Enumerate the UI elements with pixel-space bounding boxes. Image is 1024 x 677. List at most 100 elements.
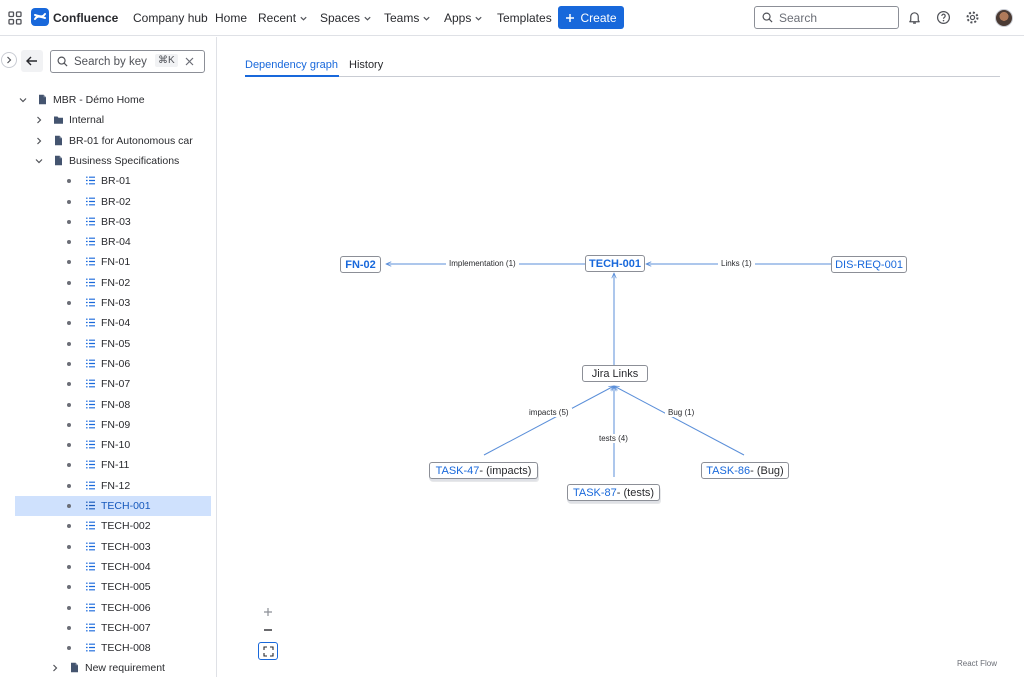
tree-item[interactable]: BR-02 [15, 192, 211, 212]
tree-item[interactable]: MBR - Démo Home [15, 90, 211, 110]
tree-item-label: FN-10 [101, 439, 131, 452]
app-switcher-icon[interactable] [8, 11, 22, 25]
confluence-logo-icon[interactable] [31, 8, 49, 26]
tree-item[interactable]: FN-01 [15, 252, 211, 272]
nav-company-hub[interactable]: Company hub [133, 11, 208, 25]
nav-recent[interactable]: Recent [258, 11, 308, 25]
edge-label-bug: Bug (1) [665, 408, 698, 417]
requirement-list-icon [86, 481, 95, 490]
tab-dependency-graph[interactable]: Dependency graph [245, 59, 338, 71]
nav-teams[interactable]: Teams [384, 11, 431, 25]
nav-apps[interactable]: Apps [444, 11, 483, 25]
tree-item[interactable]: TECH-007 [15, 618, 211, 638]
settings-icon[interactable] [965, 10, 980, 25]
tree-item[interactable]: New requirement [15, 658, 211, 677]
tree-item[interactable]: BR-01 for Autonomous car [15, 131, 211, 151]
graph-node-task-87[interactable]: TASK-87 - (tests) [567, 484, 660, 501]
bullet-icon [67, 179, 71, 184]
create-button[interactable]: Create [558, 6, 624, 29]
tree-item-label: MBR - Démo Home [53, 94, 145, 106]
fit-view-button[interactable] [258, 642, 278, 660]
zoom-in-button[interactable] [258, 603, 278, 621]
requirement-list-icon [86, 278, 95, 287]
tree-item[interactable]: FN-11 [15, 455, 211, 475]
tree-item[interactable]: FN-12 [15, 476, 211, 496]
bullet-icon [67, 341, 71, 346]
chevron-down-icon[interactable] [18, 95, 28, 105]
tree-item[interactable]: FN-06 [15, 354, 211, 374]
tree-item[interactable]: BR-03 [15, 212, 211, 232]
tree-item[interactable]: TECH-002 [15, 516, 211, 536]
bullet-icon [67, 544, 71, 549]
chevron-down-icon [475, 16, 482, 21]
tree-item[interactable]: FN-08 [15, 395, 211, 415]
bullet-icon [67, 646, 71, 651]
chevron-right-icon[interactable] [34, 115, 44, 125]
tree-item[interactable]: FN-04 [15, 313, 211, 333]
bullet-icon [67, 564, 71, 569]
nav-templates[interactable]: Templates [497, 11, 552, 25]
tree-item-label: FN-02 [101, 276, 131, 289]
nav-home[interactable]: Home [215, 11, 247, 25]
close-icon[interactable] [184, 56, 195, 67]
tree-item-label: Business Specifications [69, 154, 180, 167]
react-flow-attribution[interactable]: React Flow [957, 659, 998, 668]
tree-item-label: TECH-001 [101, 500, 151, 512]
expand-sidebar-button[interactable] [1, 52, 17, 68]
bullet-icon [67, 605, 71, 610]
tree-item[interactable]: TECH-005 [15, 577, 211, 597]
graph-node-dis-req-001[interactable]: DIS-REQ-001 [831, 256, 907, 273]
tree-item[interactable]: TECH-008 [15, 638, 211, 658]
top-navigation: Confluence Company hub Home Recent Space… [0, 0, 1024, 36]
tree-item-label: FN-09 [101, 418, 131, 431]
bullet-icon [67, 219, 71, 224]
chevron-right-icon[interactable] [50, 663, 60, 673]
tree-item[interactable]: BR-01 [15, 171, 211, 191]
edge-bug [614, 386, 745, 456]
node-relation: - (Bug) [750, 464, 784, 477]
tree-item[interactable]: FN-07 [15, 374, 211, 394]
search-by-key-input[interactable]: Search by key ⌘K [50, 50, 205, 73]
page-icon [55, 155, 62, 166]
graph-node-task-47[interactable]: TASK-47 - (impacts) [429, 462, 538, 479]
bullet-icon [67, 301, 71, 305]
graph-node-task-86[interactable]: TASK-86 - (Bug) [701, 462, 789, 479]
global-search-input[interactable]: Search [754, 6, 899, 29]
tree-item[interactable]: FN-09 [15, 415, 211, 435]
help-icon[interactable] [936, 10, 951, 25]
bullet-icon [67, 463, 71, 468]
tree-item[interactable]: FN-10 [15, 435, 211, 455]
nav-label: Recent [258, 11, 297, 25]
zoom-out-button[interactable] [258, 621, 278, 639]
tree-item[interactable]: Business Specifications [15, 151, 211, 171]
graph-node-jira-links[interactable]: Jira Links [582, 365, 648, 382]
node-relation: - (impacts) [479, 464, 532, 477]
avatar[interactable] [995, 9, 1013, 27]
chevron-down-icon[interactable] [34, 156, 44, 166]
tree-item[interactable]: TECH-001 [15, 496, 211, 516]
tree-item[interactable]: FN-02 [15, 273, 211, 293]
node-label: Jira Links [591, 367, 639, 380]
nav-spaces[interactable]: Spaces [320, 11, 372, 25]
tree-item[interactable]: Internal [15, 110, 211, 130]
nav-label: Spaces [320, 11, 361, 25]
back-button[interactable] [21, 50, 43, 72]
tree-item[interactable]: FN-05 [15, 334, 211, 354]
tree-item[interactable]: TECH-006 [15, 598, 211, 618]
chevron-right-icon[interactable] [34, 136, 44, 146]
tree-item[interactable]: TECH-004 [15, 557, 211, 577]
tree-item-label: TECH-002 [101, 520, 151, 533]
notifications-icon[interactable] [907, 10, 922, 25]
tab-history[interactable]: History [349, 59, 384, 71]
graph-node-tech-001[interactable]: TECH-001 [585, 255, 645, 272]
search-icon [762, 12, 773, 23]
tree-item-label: FN-04 [101, 317, 131, 330]
tree-item[interactable]: BR-04 [15, 232, 211, 252]
tree-item[interactable]: FN-03 [15, 293, 211, 313]
chevron-down-icon [364, 16, 371, 21]
bullet-icon [67, 483, 71, 488]
graph-node-fn-02[interactable]: FN-02 [340, 256, 381, 273]
tree-item[interactable]: TECH-003 [15, 537, 211, 557]
node-key: FN-02 [345, 258, 376, 271]
brand-name[interactable]: Confluence [53, 11, 119, 25]
